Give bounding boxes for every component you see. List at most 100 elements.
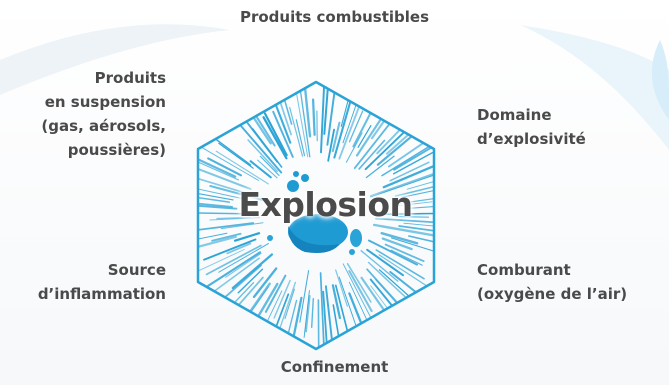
burst-ray — [398, 225, 434, 232]
burst-ray — [225, 252, 262, 278]
burst-ray — [220, 222, 264, 230]
burst-ray — [198, 186, 234, 201]
burst-ray — [342, 263, 376, 326]
hexagon-outline — [196, 80, 436, 351]
burst-ray — [198, 182, 247, 200]
burst-ray — [198, 144, 237, 178]
burst-ray — [257, 159, 278, 179]
burst-ray — [299, 90, 311, 158]
burst-ray — [323, 82, 331, 135]
factor-line: Source — [107, 261, 166, 279]
burst-ray — [338, 276, 357, 326]
burst-ray — [346, 263, 372, 303]
burst-ray — [382, 163, 434, 189]
burst-ray — [215, 150, 269, 185]
burst-ray — [389, 161, 430, 182]
burst-ray — [209, 217, 260, 221]
burst-ray — [367, 239, 418, 266]
burst-ray — [410, 203, 434, 209]
burst-ray — [335, 269, 348, 307]
burst-ray — [331, 284, 342, 320]
burst-ray — [198, 145, 259, 181]
burst-ray — [324, 285, 334, 347]
burst-ray — [375, 217, 434, 225]
burst-ray — [262, 116, 288, 160]
factor-combustible-products: Produits combustibles — [0, 5, 669, 29]
burst-ray — [322, 290, 331, 349]
burst-ray — [209, 185, 266, 202]
burst-ray — [348, 270, 373, 313]
burst-ray — [205, 244, 262, 276]
burst-ray — [393, 145, 434, 171]
burst-ray — [403, 222, 434, 231]
burst-ray — [233, 232, 261, 242]
burst-ray — [334, 284, 350, 337]
burst-ray — [376, 132, 417, 166]
splash-blob — [267, 171, 362, 255]
factor-confinement: Confinement — [0, 355, 669, 379]
burst-ray — [198, 251, 262, 304]
burst-ray — [384, 243, 425, 263]
burst-ray — [408, 235, 434, 246]
burst-ray — [390, 249, 423, 266]
burst-ray — [207, 157, 243, 177]
burst-ray — [198, 142, 240, 181]
burst-ray — [198, 196, 231, 203]
factor-line: (oxygène de l’air) — [477, 285, 628, 303]
factor-line: Produits combustibles — [239, 8, 430, 26]
burst-ray — [289, 106, 304, 157]
factor-line: d’explosivité — [477, 130, 586, 148]
burst-ray — [237, 268, 264, 294]
burst-ray — [218, 242, 270, 273]
burst-ray — [238, 122, 283, 174]
burst-ray — [198, 232, 228, 247]
burst-ray — [198, 211, 252, 215]
burst-ray — [319, 272, 326, 349]
burst-ray — [378, 254, 427, 287]
burst-ray — [317, 299, 320, 349]
burst-ray — [249, 160, 272, 179]
burst-ray — [286, 299, 298, 338]
burst-ray — [348, 110, 364, 143]
burst-ray — [393, 197, 434, 205]
center-label-explosion: Explosion — [238, 185, 413, 224]
burst-ray — [401, 184, 434, 198]
burst-ray — [353, 115, 397, 170]
factor-explosive-range: Domaine d’explosivité — [477, 103, 586, 151]
burst-ray — [294, 84, 309, 158]
burst-ray — [311, 298, 314, 328]
factor-line: Domaine — [477, 106, 552, 124]
burst-ray — [272, 98, 292, 144]
burst-ray — [389, 271, 434, 326]
burst-ray — [198, 222, 255, 232]
burst-ray — [357, 125, 372, 148]
burst-ray — [396, 201, 433, 207]
burst-ray — [380, 232, 419, 245]
factor-suspended-products: Produits en suspension (gas, aérosols, p… — [41, 66, 166, 162]
factor-line: Comburant — [477, 261, 571, 279]
burst-ray — [406, 167, 434, 190]
factor-line: Produits — [94, 69, 166, 87]
burst-ray — [327, 128, 336, 162]
burst-ray — [375, 249, 425, 280]
burst-ray — [369, 167, 434, 198]
burst-ray — [394, 180, 434, 197]
burst-ray — [216, 216, 251, 220]
burst-ray — [383, 212, 434, 215]
burst-ray — [387, 122, 434, 168]
burst-ray — [299, 270, 310, 323]
factor-line: Confinement — [280, 358, 389, 376]
burst-ray — [331, 121, 341, 153]
burst-ray — [263, 112, 288, 157]
burst-ray — [198, 202, 233, 208]
burst-ray — [303, 290, 310, 338]
burst-ray — [231, 253, 274, 290]
burst-ray — [264, 274, 287, 313]
burst-ray — [198, 176, 248, 195]
burst-ray — [372, 223, 434, 242]
burst-ray — [198, 249, 245, 276]
burst-ray — [198, 161, 252, 191]
burst-ray — [198, 235, 237, 255]
